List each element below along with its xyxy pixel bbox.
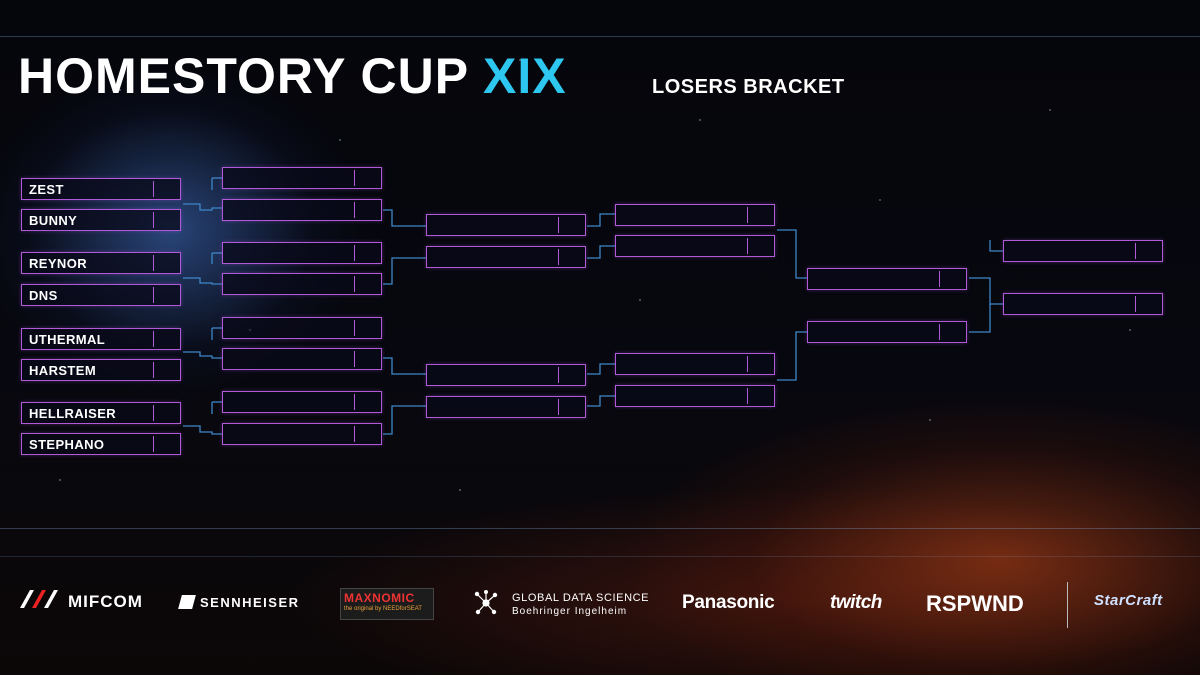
player-name: REYNOR	[29, 256, 88, 271]
bracket-slot	[222, 273, 382, 295]
score-box	[153, 287, 180, 303]
score-box	[153, 436, 180, 452]
bracket-slot	[222, 423, 382, 445]
score-box	[939, 271, 966, 287]
title-accent: XIX	[483, 48, 567, 104]
bracket-slot	[222, 242, 382, 264]
score-box	[747, 388, 774, 404]
bracket-slot	[615, 235, 775, 257]
bracket-slot	[426, 246, 586, 268]
top-divider-line	[0, 36, 1200, 37]
score-box	[558, 249, 585, 265]
score-box	[354, 426, 381, 442]
score-box	[354, 276, 381, 292]
bracket-slot	[426, 364, 586, 386]
score-box	[747, 238, 774, 254]
global-data-science-icon	[474, 590, 498, 615]
sponsor-gds-line2: Boehringer Ingelheim	[512, 606, 628, 617]
score-box	[1135, 296, 1162, 312]
bracket-slot: DNS	[21, 284, 181, 306]
sponsor-rspwnd: RSPWND	[926, 591, 1024, 616]
score-box	[153, 212, 180, 228]
bracket-slot: UTHERMAL	[21, 328, 181, 350]
player-name: HARSTEM	[29, 363, 97, 378]
sponsor-bar: MIFCOM SENNHEISER MAXNOMIC the original …	[0, 560, 1200, 650]
score-box	[153, 362, 180, 378]
bracket-slot	[615, 204, 775, 226]
score-box	[354, 170, 381, 186]
bracket-subtitle: LOSERS BRACKET	[652, 76, 845, 98]
sponsor-maxnomic: MAXNOMIC the original by NEEDforSEAT	[340, 588, 434, 620]
bracket-slot	[426, 396, 586, 418]
player-name: STEPHANO	[29, 437, 105, 452]
sponsor-twitch: twitch	[830, 592, 882, 613]
bottom-divider-line	[0, 528, 1200, 529]
sponsor-panasonic: Panasonic	[682, 592, 775, 613]
bracket-slot	[426, 214, 586, 236]
score-box	[153, 181, 180, 197]
player-name: DNS	[29, 288, 58, 303]
bracket-slot	[222, 391, 382, 413]
bracket-slot	[222, 167, 382, 189]
bracket-slot: ZEST	[21, 178, 181, 200]
score-box	[354, 394, 381, 410]
score-box	[558, 399, 585, 415]
title-main: HOMESTORY CUP	[18, 48, 469, 104]
sponsor-sennheiser: SENNHEISER	[200, 595, 300, 610]
player-name: HELLRAISER	[29, 406, 117, 421]
player-name: UTHERMAL	[29, 332, 106, 347]
score-box	[153, 405, 180, 421]
bracket-slot	[222, 317, 382, 339]
score-box	[747, 207, 774, 223]
bracket-slot	[615, 353, 775, 375]
mifcom-logo-icon	[20, 590, 58, 608]
bracket-slot: HARSTEM	[21, 359, 181, 381]
bracket-slot	[222, 348, 382, 370]
bracket-slot: REYNOR	[21, 252, 181, 274]
score-box	[153, 331, 180, 347]
sponsor-divider	[1067, 582, 1068, 628]
score-box	[747, 356, 774, 372]
score-box	[939, 324, 966, 340]
sponsor-mifcom: MIFCOM	[68, 592, 143, 611]
score-box	[558, 367, 585, 383]
score-box	[558, 217, 585, 233]
bracket-slot: HELLRAISER	[21, 402, 181, 424]
score-box	[1135, 243, 1162, 259]
bracket-slot	[222, 199, 382, 221]
sponsor-gds-line1: GLOBAL DATA SCIENCE	[512, 592, 650, 604]
score-box	[354, 202, 381, 218]
bracket-slot: STEPHANO	[21, 433, 181, 455]
score-box	[354, 245, 381, 261]
bracket-slot	[807, 321, 967, 343]
maxnomic-tagline: the original by NEEDforSEAT	[344, 606, 422, 612]
bracket-slot	[1003, 240, 1163, 262]
score-box	[153, 255, 180, 271]
score-box	[354, 320, 381, 336]
score-box	[354, 351, 381, 367]
sponsor-divider-line	[0, 556, 1200, 557]
page-title: HOMESTORY CUP XIX	[18, 46, 567, 106]
bracket-slot	[807, 268, 967, 290]
bracket-slot	[1003, 293, 1163, 315]
bracket-slot	[615, 385, 775, 407]
maxnomic-wordmark: MAXNOMIC	[344, 591, 415, 605]
player-name: ZEST	[29, 182, 64, 197]
sponsor-starcraft: StarCraft	[1094, 592, 1163, 609]
bracket-slot: BUNNY	[21, 209, 181, 231]
sennheiser-logo-icon	[178, 595, 196, 609]
player-name: BUNNY	[29, 213, 78, 228]
